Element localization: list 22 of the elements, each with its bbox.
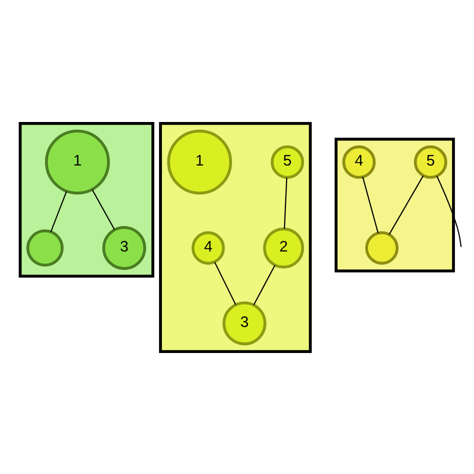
node-circle: 3: [102, 226, 146, 270]
node-circle: [26, 228, 64, 266]
cluster: [18, 122, 154, 278]
connector: [388, 175, 424, 234]
node-circle: 4: [342, 144, 376, 178]
node-circle: 5: [270, 144, 304, 178]
node-circle: 5: [414, 144, 448, 178]
node-circle: 1: [167, 129, 232, 194]
node-circle: 1: [45, 129, 110, 194]
connector: [253, 264, 276, 305]
node-circle: [365, 230, 399, 264]
connector: [362, 176, 379, 233]
cluster: [334, 137, 455, 272]
node-circle: 2: [263, 226, 304, 268]
node-circle: 4: [192, 230, 225, 264]
connector: [50, 190, 67, 232]
connector: [284, 177, 288, 228]
connector: [92, 188, 116, 230]
connector: [436, 175, 462, 246]
connector: [214, 261, 236, 304]
node-circle: 3: [222, 300, 266, 345]
cluster: [159, 122, 312, 352]
